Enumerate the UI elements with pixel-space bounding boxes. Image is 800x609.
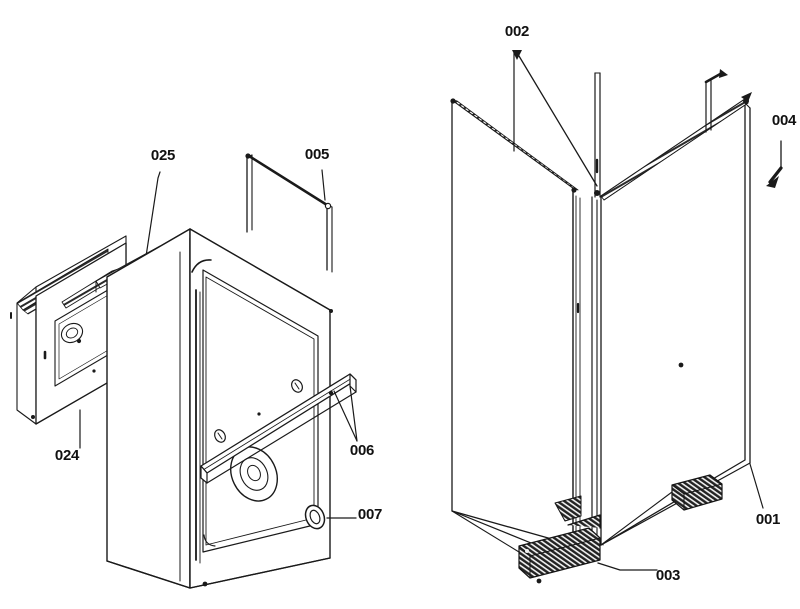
leader-001 [749,463,764,509]
leader-005 [321,169,326,201]
callout-labels: 025 005 024 006 007 002 004 001 003 [55,23,797,584]
leader-006 [333,385,358,442]
cabinet-shell-left [106,228,333,589]
callout-003: 003 [656,567,680,584]
callout-002: 002 [505,23,529,40]
callout-001: 001 [756,511,780,528]
grommet-ring-007 [304,504,326,530]
callout-007: 007 [358,506,382,523]
door-panel-left-002 [450,98,581,548]
callout-004: 004 [772,112,797,129]
base-foot-left-003 [518,495,601,584]
direction-arrow-004 [766,140,783,188]
cabinet-body-001 [451,69,752,561]
callout-006: 006 [350,442,374,459]
left-view [10,153,358,589]
base-connection-lines [451,491,673,553]
leader-002 [512,50,598,187]
callout-025: 025 [151,147,175,164]
callout-005: 005 [305,146,329,163]
callout-024: 024 [55,447,80,464]
side-access-panel-024 [10,235,127,425]
right-view [450,50,783,584]
diagonal-trim-strip-006 [200,373,357,484]
leader-003 [597,562,658,571]
base-foot-right-003 [671,474,723,511]
